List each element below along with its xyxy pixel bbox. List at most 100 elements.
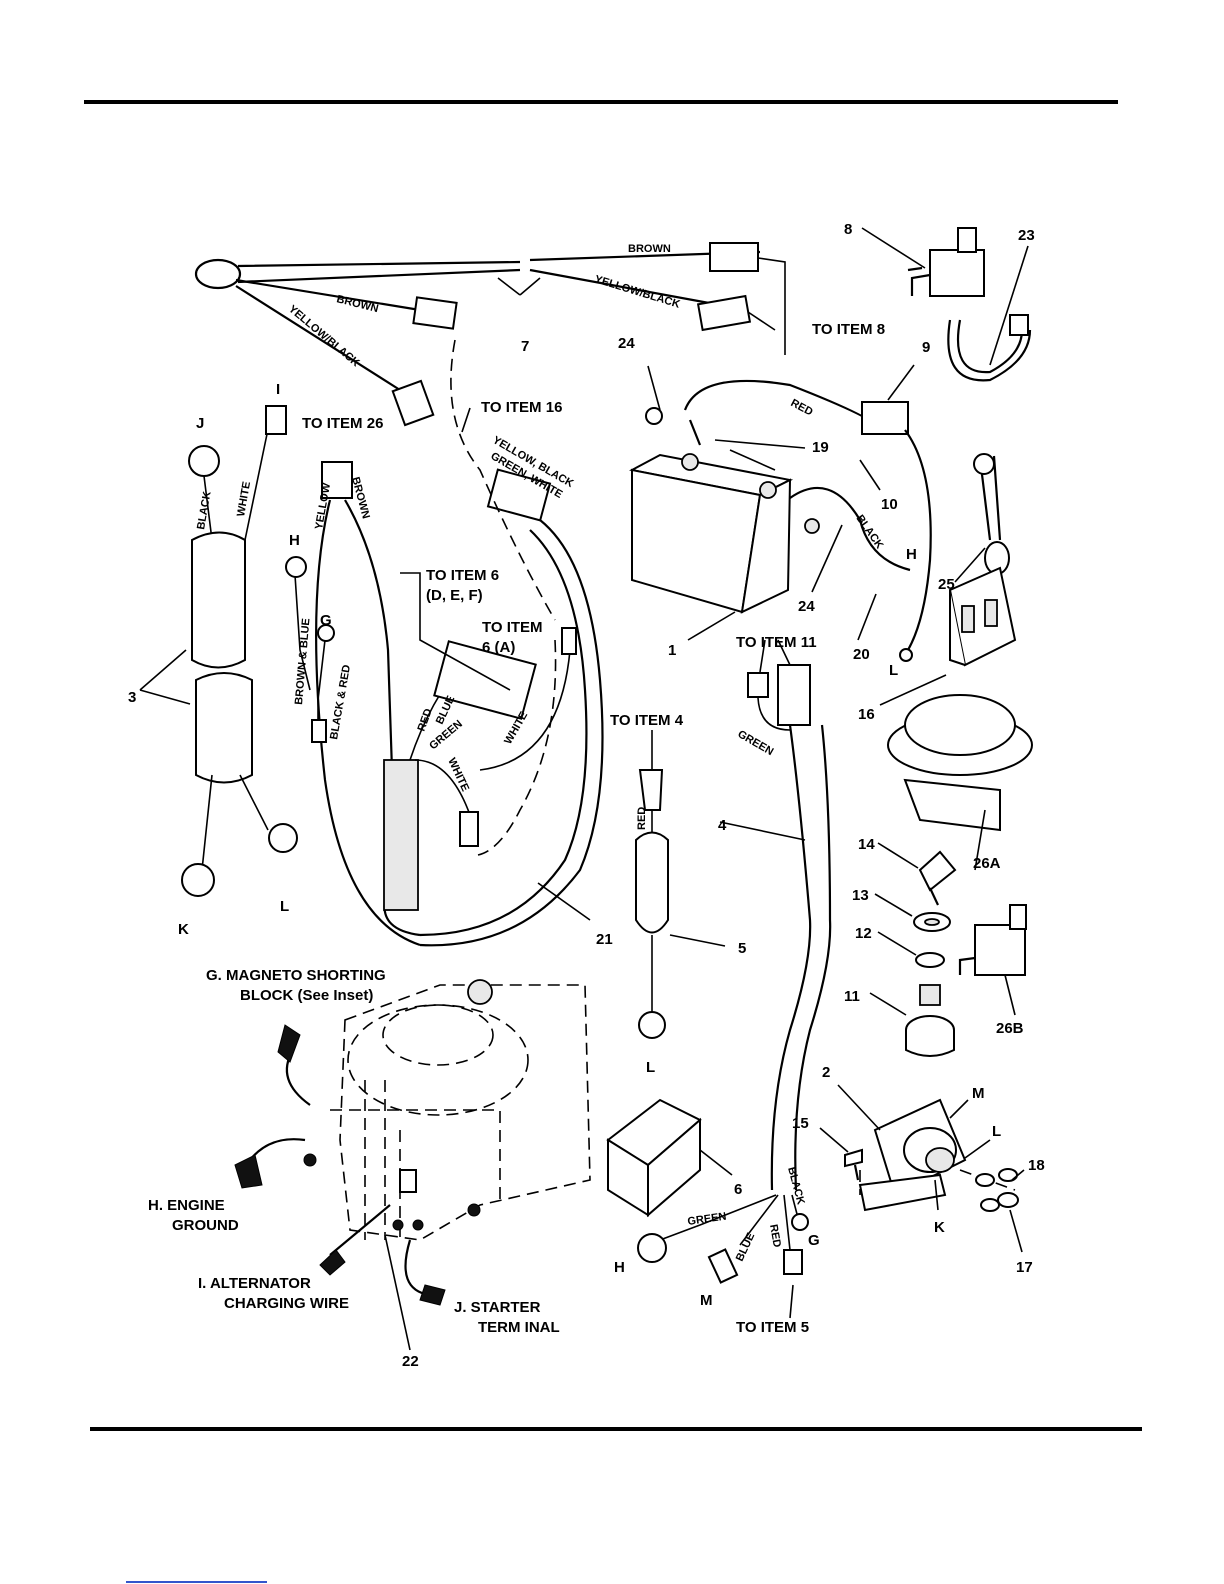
label-letter-g-bottom: G [808, 1232, 820, 1249]
label-letter-h-harness: H [289, 532, 300, 549]
wire-labels: BROWN BROWN YELLOW/BLACK YELLOW/BLACK YE… [195, 243, 885, 1263]
bracket-item-25 [954, 453, 1010, 583]
switch-item-26b [958, 904, 1027, 1016]
label-item-15: 15 [792, 1115, 809, 1132]
callout-to-item-5: TO ITEM 5 [736, 1319, 809, 1336]
label-item-25: 25 [938, 576, 955, 593]
label-item-10: 10 [881, 496, 898, 513]
wire-brown-blue: BROWN & BLUE [293, 618, 313, 705]
label-item-16: 16 [858, 706, 875, 723]
switch-item-26a [887, 694, 1033, 871]
bottom-rule [90, 1427, 1142, 1431]
wire-black-red: BLACK & RED [328, 664, 353, 741]
harness-item-4 [637, 639, 832, 1319]
wire-green-4: GREEN [736, 728, 776, 758]
label-letter-l-fuse: L [646, 1059, 655, 1076]
label-letter-i: I [276, 381, 280, 398]
top-rule [84, 100, 1118, 104]
label-item-7: 7 [521, 338, 529, 355]
ignition-switch-item-11 [869, 984, 955, 1057]
label-letter-g-harness: G [320, 612, 332, 629]
label-item-24a: 24 [618, 335, 635, 352]
bracket-assembly-item-2 [837, 1084, 1016, 1212]
callout-to-item-6-a: TO ITEM [482, 619, 543, 636]
item-labels: 1 2 3 4 5 6 7 8 9 10 11 12 13 14 15 16 1… [128, 221, 1045, 1370]
fuse-holder-item-5 [635, 730, 726, 1039]
label-letter-h-bottom: H [614, 1259, 625, 1276]
callout-to-item-26: TO ITEM 26 [302, 415, 383, 432]
callout-to-item-6-def: TO ITEM 6 [426, 567, 499, 584]
wire-yellow-black-right: YELLOW/BLACK [593, 273, 681, 310]
label-letter-m-switch: M [972, 1085, 985, 1102]
engine-caption-g-1: G. MAGNETO SHORTING [206, 967, 386, 984]
engine-caption-g-2: BLOCK (See Inset) [240, 987, 373, 1004]
wire-black-battery: BLACK [854, 513, 886, 551]
nut-item-13 [874, 893, 951, 932]
battery-item-1 [629, 453, 794, 641]
switch-item-8 [861, 227, 985, 297]
label-item-1: 1 [668, 642, 676, 659]
cable-tie-item-23 [947, 245, 1032, 382]
label-letter-h-battery: H [906, 546, 917, 563]
label-letter-l-left: L [280, 898, 289, 915]
callout-to-item-6-def-sub: (D, E, F) [426, 587, 483, 604]
label-item-2: 2 [822, 1064, 830, 1081]
label-item-6: 6 [734, 1181, 742, 1198]
wire-yellow-26: YELLOW [313, 481, 333, 530]
label-letter-l-switch: L [992, 1123, 1001, 1140]
footer-link-underline [126, 1581, 267, 1583]
label-item-19: 19 [812, 439, 829, 456]
label-letter-j: J [196, 415, 204, 432]
label-letter-k: K [178, 921, 189, 938]
engine-caption-h-2: GROUND [172, 1217, 239, 1234]
callout-to-item-11: TO ITEM 11 [736, 634, 817, 651]
wire-red-bottom: RED [767, 1223, 783, 1248]
wire-yellow-black-left: YELLOW/BLACK [286, 303, 362, 369]
wire-brown-left: BROWN [335, 293, 379, 315]
connector-item-6 [606, 1098, 733, 1218]
engine-caption-i-2: CHARGING WIRE [224, 1295, 349, 1312]
wire-black-left: BLACK [195, 490, 214, 530]
label-item-12: 12 [855, 925, 872, 942]
label-item-26b: 26B [996, 1020, 1024, 1037]
label-item-3: 3 [128, 689, 136, 706]
engine-caption-j-2: TERM INAL [478, 1319, 560, 1336]
label-item-22: 22 [402, 1353, 419, 1370]
label-item-14: 14 [858, 836, 875, 853]
wire-red-5: RED [636, 807, 648, 830]
harness-item-21 [285, 339, 604, 947]
callout-to-item-4: TO ITEM 4 [610, 712, 684, 729]
callout-to-item-8: TO ITEM 8 [812, 321, 885, 338]
label-item-9: 9 [922, 339, 930, 356]
label-item-11: 11 [844, 988, 860, 1005]
key-item-14 [877, 842, 957, 906]
wire-white-6b: WHITE [445, 756, 471, 793]
washer-item-12 [877, 931, 945, 968]
label-item-20: 20 [853, 646, 870, 663]
screw-item-15 [819, 1127, 863, 1181]
label-letter-m-bottom: M [700, 1292, 713, 1309]
wire-red-battery: RED [789, 397, 815, 419]
engine-caption-i-1: I. ALTERNATOR [198, 1275, 311, 1292]
engine-outline [234, 979, 591, 1351]
label-item-18: 18 [1028, 1157, 1045, 1174]
callout-to-item-16: TO ITEM 16 [481, 399, 562, 416]
harness-item-7 [194, 242, 786, 427]
wire-red-6: RED [416, 707, 435, 733]
callout-to-item-6-a-sub: 6 (A) [482, 639, 515, 656]
engine-captions: G. MAGNETO SHORTING BLOCK (See Inset) H.… [148, 967, 560, 1336]
label-item-8: 8 [844, 221, 852, 238]
label-item-26a: 26A [973, 855, 1001, 872]
wire-black-bottom: BLACK [785, 1166, 807, 1206]
washers-items-17-18 [975, 1168, 1025, 1253]
battery-cables-items-10-20 [645, 364, 932, 662]
engine-caption-j-1: J. STARTER [454, 1299, 541, 1316]
label-letter-k-switch: K [934, 1219, 945, 1236]
cables-item-3 [139, 405, 298, 897]
switch-item-16 [879, 566, 1017, 706]
label-item-4: 4 [718, 817, 727, 834]
label-item-24b: 24 [798, 598, 815, 615]
wire-brown-top: BROWN [628, 243, 671, 255]
wire-green-bottom: GREEN [687, 1211, 727, 1228]
